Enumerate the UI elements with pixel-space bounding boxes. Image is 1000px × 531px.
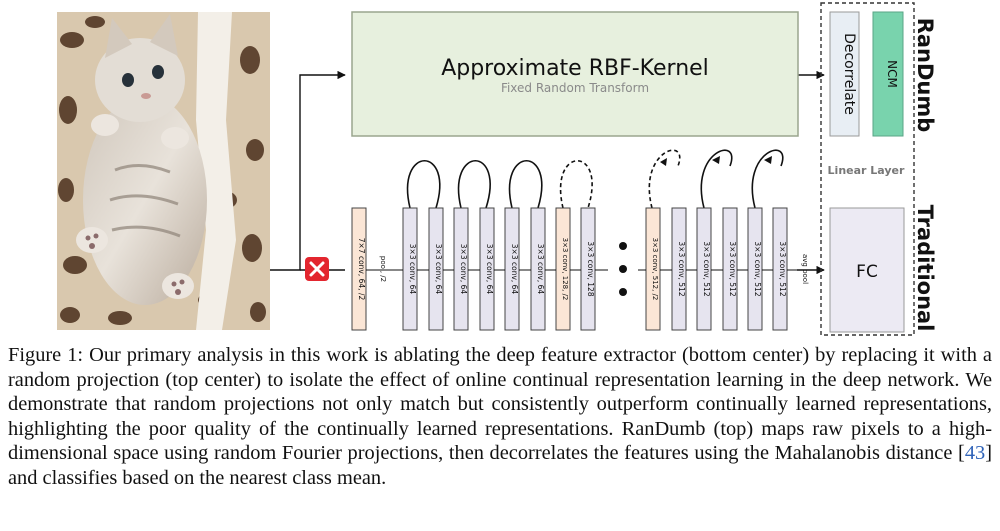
figure-diagram: Approximate RBF-Kernel Fixed Random Tran… bbox=[57, 2, 937, 336]
randumb-label: RanDumb bbox=[913, 18, 937, 133]
layer-label: 3×3 conv, 64 bbox=[510, 244, 519, 295]
layer-label: 3×3 conv, 512 bbox=[677, 241, 686, 296]
figure-caption: Figure 1: Our primary analysis in this w… bbox=[8, 343, 992, 491]
layer-label: 3×3 conv, 64 bbox=[485, 244, 494, 295]
rbf-box: Approximate RBF-Kernel Fixed Random Tran… bbox=[351, 11, 799, 137]
ellipsis-dot bbox=[619, 265, 627, 273]
layer-label: avg pool bbox=[801, 254, 809, 284]
arrow-head bbox=[660, 158, 667, 166]
layer-label: 3×3 conv, 64 bbox=[536, 244, 545, 295]
layer-label: 3×3 conv, 512 bbox=[778, 241, 787, 296]
x-mark-icon bbox=[305, 257, 329, 281]
layer-label: 3×3 conv, 512 bbox=[728, 241, 737, 296]
decorrelate-label: Decorrelate bbox=[841, 33, 857, 115]
linear-layer-label: Linear Layer bbox=[828, 164, 905, 177]
classifier-panel: Decorrelate NCM Linear Layer FC bbox=[820, 2, 915, 336]
layer-label: 3×3 conv, 64 bbox=[434, 244, 443, 295]
layer-label: pool, /2 bbox=[379, 256, 387, 282]
traditional-label: Traditional bbox=[913, 205, 937, 332]
kitten-photo bbox=[57, 12, 270, 330]
layer-label: 3×3 conv, 128 bbox=[586, 241, 595, 296]
rbf-subtitle: Fixed Random Transform bbox=[501, 81, 649, 95]
rbf-title: Approximate RBF-Kernel bbox=[441, 56, 709, 81]
ncm-label: NCM bbox=[885, 60, 899, 88]
layer-label: 3×3 conv, 512, /2 bbox=[651, 238, 659, 301]
arrow-head bbox=[764, 156, 772, 164]
fc-label: FC bbox=[856, 262, 878, 282]
arrow-head bbox=[712, 156, 720, 164]
layer-label: 3×3 conv, 512 bbox=[702, 241, 711, 296]
ellipsis-dot bbox=[619, 242, 627, 250]
skip-arcs bbox=[406, 149, 784, 209]
citation-link[interactable]: 43 bbox=[964, 442, 986, 465]
ellipsis-dot bbox=[619, 288, 627, 296]
caption-text-end: ] and classifies based on the nearest cl… bbox=[8, 442, 992, 489]
layer-label: 3×3 conv, 128, /2 bbox=[561, 238, 569, 301]
layer-label: 3×3 conv, 64 bbox=[459, 244, 468, 295]
caption-text: Our primary analysis in this work is abl… bbox=[8, 344, 992, 465]
layer-label: 7×7 conv, 64, /2 bbox=[357, 238, 366, 301]
layer-label: 3×3 conv, 64 bbox=[408, 244, 417, 295]
caption-label: Figure 1: bbox=[8, 344, 84, 366]
layer-blocks: 7×7 conv, 64, /2 pool, /2 3×3 conv, 64 3… bbox=[351, 207, 809, 331]
layer-label: 3×3 conv, 512 bbox=[753, 241, 762, 296]
